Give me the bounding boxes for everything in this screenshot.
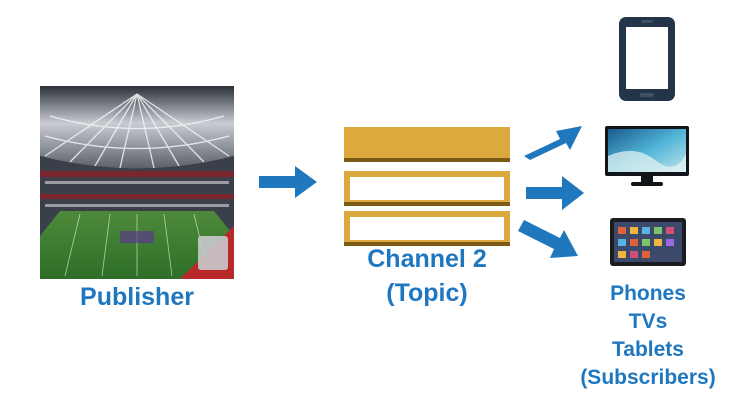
tablet-icon <box>610 218 686 266</box>
subscriber-tablets: Tablets <box>612 338 684 361</box>
arrow-right-icon <box>259 166 317 198</box>
channel-name: Channel 2 <box>367 245 487 273</box>
subscriber-phones: Phones <box>610 282 686 305</box>
channel-topic: (Topic) <box>386 279 468 307</box>
channel-label: Channel 2 (Topic) <box>337 242 517 310</box>
queue-slot-empty <box>344 211 510 246</box>
subscriber-tvs: TVs <box>628 310 668 333</box>
arrow-down-right-icon <box>518 220 578 258</box>
arrow-right-icon <box>526 176 584 210</box>
queue-message-filled <box>344 127 510 162</box>
arrow-up-right-icon <box>524 126 582 160</box>
tv-icon <box>605 126 689 186</box>
publisher-label: Publisher <box>80 283 194 311</box>
stadium-photo <box>40 86 234 279</box>
smartphone-icon <box>619 17 675 101</box>
queue-slot-empty <box>344 171 510 206</box>
subscribers-label: Phones TVs Tablets (Subscribers) <box>566 280 730 392</box>
subscribers-caption: (Subscribers) <box>580 366 716 389</box>
